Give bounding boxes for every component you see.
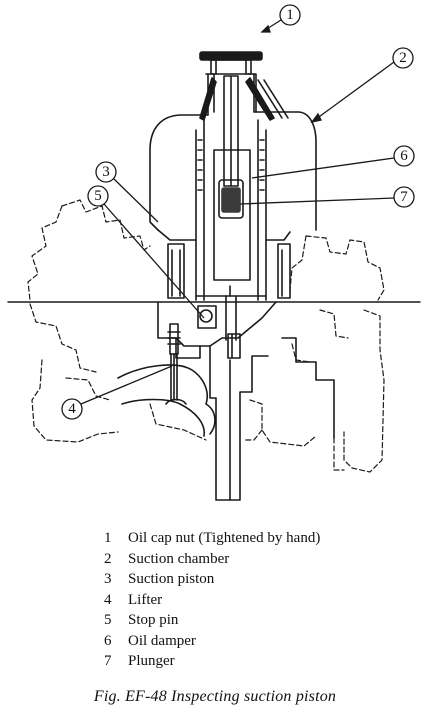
callout-1 bbox=[260, 4, 301, 33]
legend-number: 3 bbox=[104, 571, 112, 587]
carburetor-cross-section-drawing: 1 2 3 4 5 6 7 bbox=[7, 4, 421, 501]
legend-number: 2 bbox=[104, 550, 112, 567]
callout-7-number: 7 bbox=[400, 189, 408, 205]
legend-item: 2 Suction chamber bbox=[104, 549, 320, 570]
callout-3 bbox=[95, 161, 159, 223]
callout-6 bbox=[251, 145, 415, 179]
legend-number: 6 bbox=[104, 632, 112, 649]
legend-item: 5 Stop pin bbox=[104, 610, 320, 631]
legend-label: Stop pin bbox=[128, 612, 179, 628]
callout-6-number: 6 bbox=[400, 148, 408, 164]
callout-1-number: 1 bbox=[286, 7, 294, 23]
callout-7 bbox=[239, 186, 415, 208]
callout-4-number: 4 bbox=[68, 401, 76, 417]
callout-5 bbox=[87, 185, 205, 319]
legend-label: Suction piston bbox=[128, 571, 215, 587]
phantom-outline-right bbox=[243, 235, 385, 473]
callout-2-number: 2 bbox=[399, 50, 407, 66]
legend-label: Oil cap nut (Tightened by hand) bbox=[128, 530, 321, 546]
callout-2 bbox=[310, 47, 414, 124]
callout-5-number: 5 bbox=[94, 188, 102, 204]
callout-4 bbox=[61, 365, 173, 420]
legend-label: Oil damper bbox=[128, 632, 196, 649]
legend-item: 4 Lifter bbox=[104, 590, 320, 611]
phantom-outline-left bbox=[27, 199, 207, 443]
legend-label: Lifter bbox=[128, 591, 163, 608]
legend-number: 1 bbox=[104, 530, 112, 546]
legend-item: 6 Oil damper bbox=[104, 631, 320, 652]
legend-item: 7 Plunger bbox=[104, 651, 320, 672]
suction-piston bbox=[157, 119, 291, 301]
legend-label: Plunger bbox=[128, 653, 175, 669]
carburetor-body bbox=[117, 301, 335, 501]
legend-number: 7 bbox=[104, 653, 112, 669]
callout-3-number: 3 bbox=[102, 164, 110, 180]
oil-cap-nut bbox=[199, 51, 263, 75]
oil-damper bbox=[213, 75, 251, 281]
figure-caption: Fig. EF-48 Inspecting suction piston bbox=[93, 688, 337, 705]
legend-item: 3 Suction piston bbox=[104, 569, 320, 590]
legend-item: 1 Oil cap nut (Tightened by hand) bbox=[104, 528, 320, 549]
stop-pin bbox=[197, 285, 237, 341]
legend-number: 5 bbox=[104, 612, 112, 628]
legend-number: 4 bbox=[104, 591, 112, 608]
legend-label: Suction chamber bbox=[128, 550, 230, 567]
suction-chamber bbox=[149, 73, 317, 231]
